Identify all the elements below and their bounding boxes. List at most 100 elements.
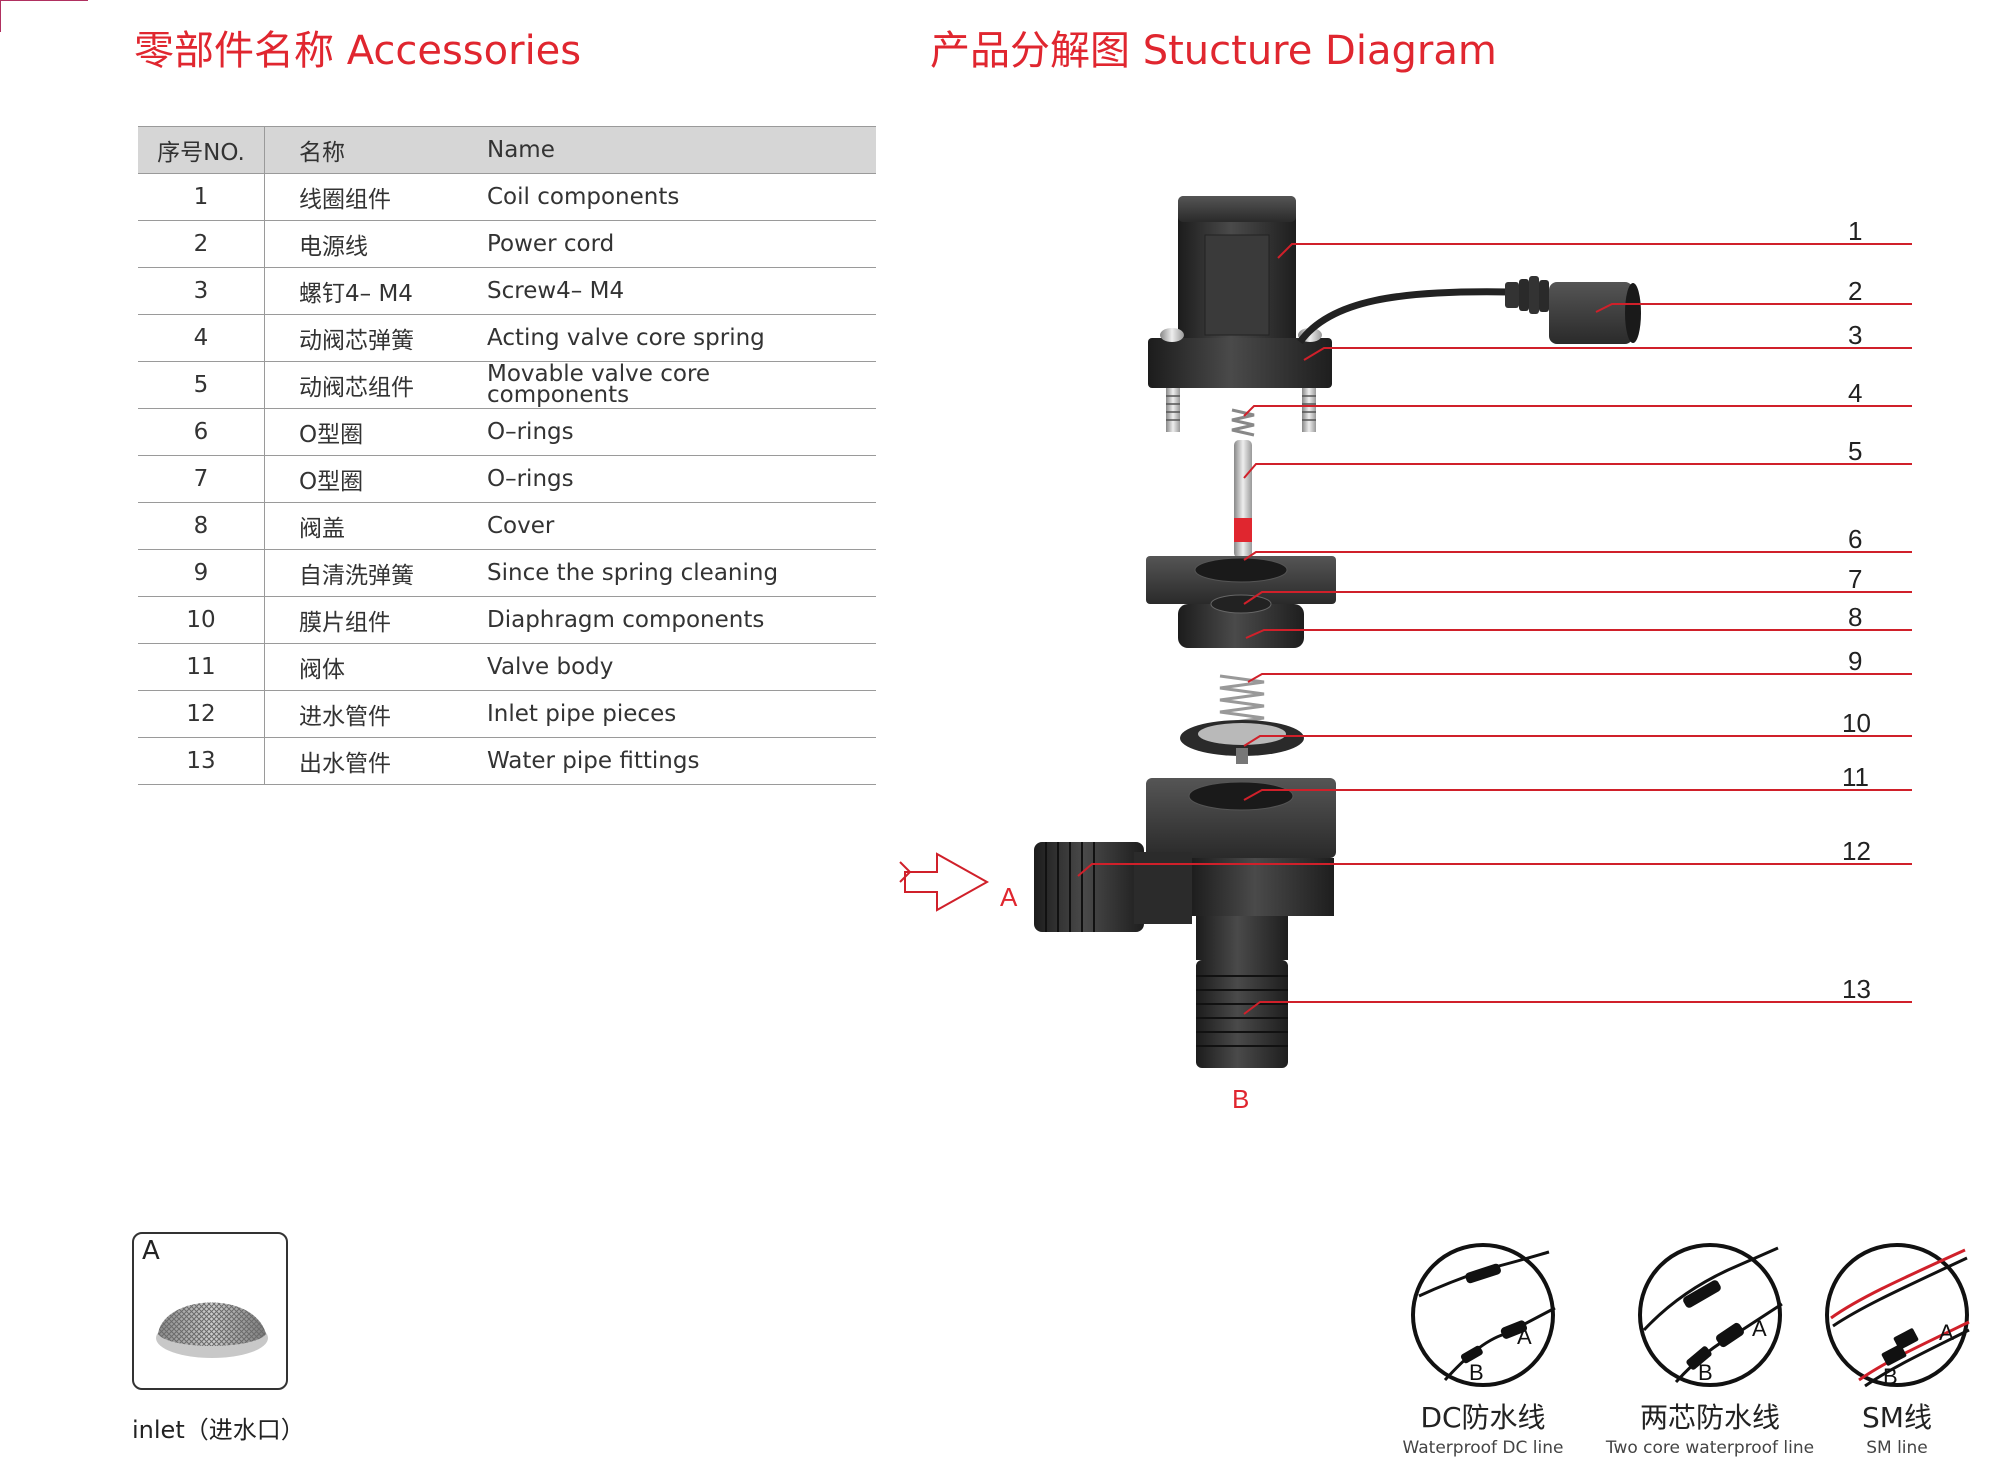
row-no: 4 [138,314,265,362]
inlet-letter: A [1000,882,1018,912]
movable-valve-core [1234,440,1252,558]
cable-end-b: B [1698,1360,1713,1385]
row-no: 7 [138,455,265,503]
row-en-name: Power cord [487,220,876,268]
row-en-name: Acting valve core spring [487,314,876,362]
row-no: 8 [138,502,265,550]
callout-number: 5 [1848,436,1862,466]
row-no: 2 [138,220,265,268]
row-no: 3 [138,267,265,315]
row-en-name: Movable valve core components [487,361,711,408]
row-no: 12 [138,690,265,738]
row-en-name: Diaphragm components [487,596,876,644]
row-cn-name: O型圈 [264,408,487,456]
outlet-pipe [1196,960,1288,1068]
cable-end-a: A [1939,1320,1954,1345]
cable-en-label: Waterproof DC line [1402,1438,1564,1458]
row-en-name: O–rings [487,455,876,503]
inlet-caption: inlet（进水口） [132,1416,305,1444]
two-core-cable-icon: A B [1638,1243,1783,1387]
row-cn-name: 动阀芯弹簧 [264,314,487,362]
cable-en-label: Two core waterproof line [1605,1438,1815,1458]
dc-cable-icon: A B [1411,1243,1556,1387]
structure-diagram-heading: 产品分解图 Stucture Diagram [930,28,1497,74]
callout-number: 11 [1842,762,1869,792]
row-en-name: Valve body [487,643,876,691]
row-cn-name: O型圈 [264,455,487,503]
callout-number: 1 [1848,216,1862,246]
inlet-filter-letter: A [142,1236,160,1266]
row-en-name: Cover [487,502,876,550]
power-cord [1297,276,1641,345]
cable-dc-waterproof: A B DC防水线 Waterproof DC line [1388,1240,1578,1458]
row-en-name: O–rings [487,408,876,456]
header-cn-name: 名称 [264,126,487,174]
row-en-name: Water pipe fittings [487,737,876,785]
row-en-name: Coil components [487,173,876,221]
header-en-name: Name [487,126,876,174]
cable-sm: A B SM线 SM line [1812,1240,1982,1458]
cleaning-spring [1219,674,1265,726]
corner-crop-mark [0,0,88,32]
inlet-filter-box: A [132,1232,288,1390]
callout-number: 7 [1848,564,1862,594]
row-en-name: Since the spring cleaning [487,549,876,597]
cable-end-b: B [1883,1364,1898,1389]
cable-cn-label: 两芯防水线 [1639,1401,1780,1434]
sm-cable-icon: A B [1825,1243,1970,1389]
row-cn-name: 电源线 [264,220,487,268]
callout-number: 2 [1848,276,1862,306]
cable-end-a: A [1517,1324,1532,1349]
row-cn-name: 螺钉4– M4 [264,267,487,315]
cable-cn-label: DC防水线 [1420,1401,1546,1434]
row-cn-name: 自清洗弹簧 [264,549,487,597]
valve-cover [1146,556,1336,648]
accessories-heading: 零部件名称 Accessories [134,28,582,74]
callout-number: 4 [1848,378,1862,408]
row-no: 11 [138,643,265,691]
callout-number: 12 [1842,836,1871,866]
callout-number: 13 [1842,974,1871,1004]
row-en-name: Screw4– M4 [487,267,876,315]
callout-number: 6 [1848,524,1862,554]
row-cn-name: 阀体 [264,643,487,691]
leader-lines [1077,243,1912,1015]
callout-number: 3 [1848,320,1862,350]
cable-end-b: B [1469,1360,1484,1385]
cable-two-core-waterproof: A B 两芯防水线 Two core waterproof line [1600,1240,1820,1458]
row-no: 5 [138,361,265,409]
row-no: 10 [138,596,265,644]
row-cn-name: 线圈组件 [264,173,487,221]
row-no: 9 [138,549,265,597]
diaphragm [1180,720,1304,764]
callout-number: 9 [1848,646,1862,676]
header-no: 序号NO. [138,126,265,174]
callout-number: 10 [1842,708,1871,738]
inlet-arrow [899,852,990,912]
coil-component [1148,196,1332,388]
row-no: 13 [138,737,265,785]
row-cn-name: 进水管件 [264,690,487,738]
row-no: 1 [138,173,265,221]
mesh-filter-icon [156,1302,268,1358]
row-cn-name: 膜片组件 [264,596,487,644]
cable-cn-label: SM线 [1862,1401,1932,1434]
cable-en-label: SM line [1866,1438,1928,1458]
row-cn-name: 出水管件 [264,737,487,785]
table-header-row: 序号NO. 名称 Name [138,126,876,174]
row-cn-name: 动阀芯组件 [264,361,487,409]
screws [1166,388,1316,432]
